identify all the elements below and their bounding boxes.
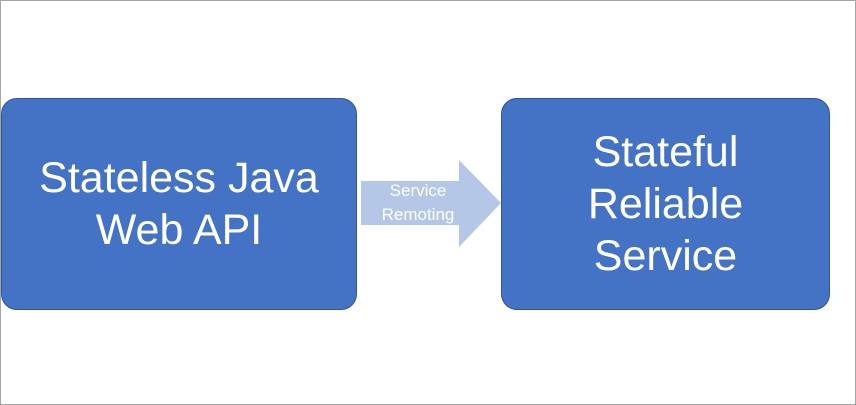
stateful-reliable-service-box: Stateful Reliable Service	[501, 98, 830, 310]
right-arrow-icon	[361, 160, 501, 247]
service-remoting-arrow: Service Remoting	[361, 160, 501, 247]
stateless-java-web-api-box: Stateless Java Web API	[1, 98, 357, 310]
stateful-reliable-service-label: Stateful Reliable Service	[587, 128, 744, 280]
service-remoting-label: Service Remoting	[381, 181, 455, 224]
stateless-java-web-api-label: Stateless Java Web API	[39, 154, 319, 254]
